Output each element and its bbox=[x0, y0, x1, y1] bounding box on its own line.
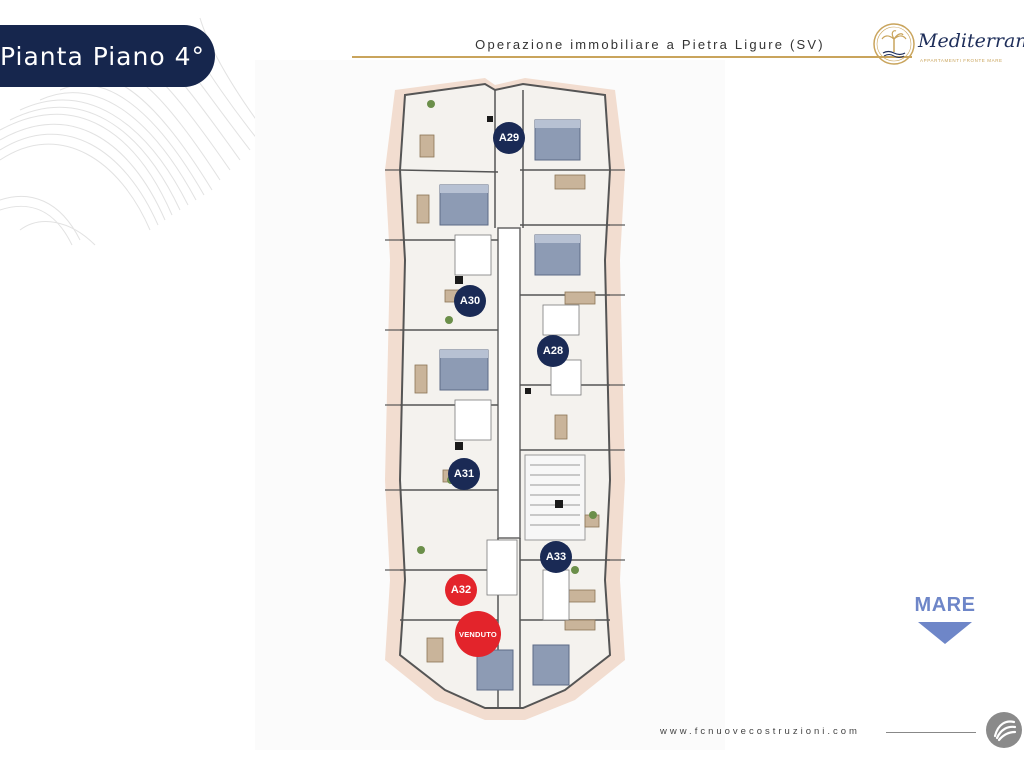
sold-badge: VENDUTO bbox=[455, 611, 501, 657]
brand-logo: Mediterrané APPARTAMENTI FRONTE MARE bbox=[870, 22, 1024, 72]
page-title-banner: Pianta Piano 4° bbox=[0, 25, 215, 87]
unit-badge-a32[interactable]: A32 bbox=[445, 574, 477, 606]
company-logo-icon bbox=[986, 712, 1022, 748]
floor-plan: A29 A30 A28 A31 A33 A32 VENDUTO bbox=[255, 60, 725, 750]
logo-wordmark: Mediterrané bbox=[918, 30, 1024, 52]
page-title: Pianta Piano 4° bbox=[0, 41, 205, 71]
arrow-down-icon bbox=[918, 622, 972, 644]
header-divider bbox=[352, 56, 912, 58]
unit-badge-a30[interactable]: A30 bbox=[454, 285, 486, 317]
sea-direction-label: MARE bbox=[914, 594, 976, 616]
unit-badge-a31[interactable]: A31 bbox=[448, 458, 480, 490]
footer-divider bbox=[886, 732, 976, 733]
unit-badge-a28[interactable]: A28 bbox=[537, 335, 569, 367]
unit-badge-a29[interactable]: A29 bbox=[493, 122, 525, 154]
palm-emblem-icon bbox=[873, 23, 915, 65]
page-subtitle: Operazione immobiliare a Pietra Ligure (… bbox=[475, 37, 825, 52]
logo-tagline: APPARTAMENTI FRONTE MARE bbox=[920, 58, 1003, 63]
unit-badge-a33[interactable]: A33 bbox=[540, 541, 572, 573]
footer-website[interactable]: www.fcnuovecostruzioni.com bbox=[660, 726, 860, 737]
